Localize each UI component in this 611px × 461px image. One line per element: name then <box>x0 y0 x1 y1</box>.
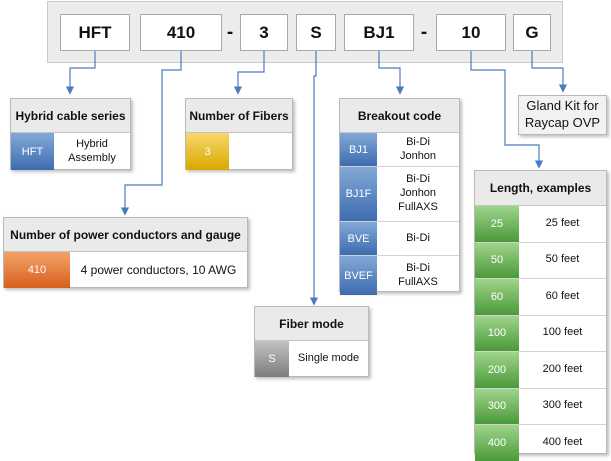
segment-series: HFT <box>60 14 130 51</box>
code-cell: 400 <box>475 425 519 461</box>
table-row: 25 25 feet <box>475 206 606 243</box>
description-cell: 100 feet <box>542 326 583 339</box>
segment-power: 410 <box>140 14 222 51</box>
table-row: BVE Bi-Di <box>340 222 459 256</box>
description-cell: 400 feet <box>542 435 583 448</box>
segment-separator: - <box>420 21 428 43</box>
code-cell: BVE <box>340 222 377 255</box>
code-cell: 200 <box>475 352 519 388</box>
segment-fiber-mode: S <box>296 14 336 51</box>
breakout-code-table: Breakout code BJ1 Bi-Di Jonhon BJ1F Bi-D… <box>339 98 460 295</box>
connector-gland-kit <box>531 51 568 93</box>
connector-length <box>470 51 544 169</box>
length-examples-table: Length, examples 25 25 feet 50 50 feet 6… <box>474 170 607 461</box>
table-row: BJ1 Bi-Di Jonhon <box>340 133 459 167</box>
code-cell: S <box>255 341 289 377</box>
description-cell: Bi-Di Jonhon <box>399 135 437 162</box>
segment-breakout: BJ1 <box>344 14 414 51</box>
table-title: Fiber mode <box>255 307 368 341</box>
hybrid-cable-series-table: Hybrid cable series HFT Hybrid Assembly <box>10 98 131 170</box>
table-title: Number of power conductors and gauge <box>4 218 247 252</box>
code-cell: 50 <box>475 242 519 278</box>
description-cell: 60 feet <box>545 289 580 302</box>
connector-series <box>65 51 96 95</box>
description-cell: Bi-Di <box>406 231 430 244</box>
table-title: Number of Fibers <box>186 99 292 133</box>
description-cell: 300 feet <box>542 399 583 412</box>
table-row: BVEF Bi-Di FullAXS <box>340 256 459 295</box>
connector-fiber-mode <box>309 51 319 306</box>
code-cell: 300 <box>475 388 519 424</box>
description-cell: 50 feet <box>545 253 580 266</box>
segment-separator: - <box>226 21 234 43</box>
description-cell: 4 power conductors, 10 AWG <box>80 262 237 277</box>
table-row: S Single mode <box>255 341 368 377</box>
code-cell: BJ1 <box>340 133 377 166</box>
table-row: 3 <box>186 133 292 170</box>
table-row: 100 100 feet <box>475 315 606 352</box>
number-of-fibers-table: Number of Fibers 3 <box>185 98 293 170</box>
gland-kit-label: Gland Kit for Raycap OVP <box>518 95 607 135</box>
segment-fibers: 3 <box>240 14 288 51</box>
power-conductors-table: Number of power conductors and gauge 410… <box>3 217 248 288</box>
code-cell: 3 <box>186 133 229 170</box>
table-row: HFT Hybrid Assembly <box>11 133 130 170</box>
table-row: BJ1F Bi-Di Jonhon FullAXS <box>340 167 459 222</box>
description-cell: Bi-Di FullAXS <box>398 261 438 288</box>
segment-length: 10 <box>436 14 506 51</box>
fiber-mode-table: Fiber mode S Single mode <box>254 306 369 377</box>
description-cell: Bi-Di Jonhon FullAXS <box>398 173 438 213</box>
connector-power <box>120 51 182 216</box>
description-cell: 200 feet <box>542 362 583 375</box>
segment-gland-kit: G <box>513 14 551 51</box>
table-row: 200 200 feet <box>475 352 606 389</box>
table-row: 400 400 feet <box>475 425 606 461</box>
code-cell: 60 <box>475 279 519 315</box>
description-cell: Single mode <box>297 352 360 365</box>
table-row: 60 60 feet <box>475 279 606 316</box>
table-title: Hybrid cable series <box>11 99 130 133</box>
code-cell: BJ1F <box>340 167 377 221</box>
table-title: Breakout code <box>340 99 459 133</box>
description-cell <box>229 133 292 170</box>
table-title: Length, examples <box>475 171 606 206</box>
code-cell: 25 <box>475 206 519 242</box>
code-cell: HFT <box>11 133 54 170</box>
connector-fibers <box>233 51 265 95</box>
table-row: 410 4 power conductors, 10 AWG <box>4 252 247 288</box>
code-cell: 410 <box>4 252 70 288</box>
code-cell: BVEF <box>340 256 377 295</box>
table-row: 300 300 feet <box>475 388 606 425</box>
description-cell: Hybrid Assembly <box>68 137 116 164</box>
code-cell: 100 <box>475 315 519 351</box>
connector-breakout <box>378 51 405 95</box>
description-cell: 25 feet <box>545 216 580 229</box>
table-row: 50 50 feet <box>475 242 606 279</box>
